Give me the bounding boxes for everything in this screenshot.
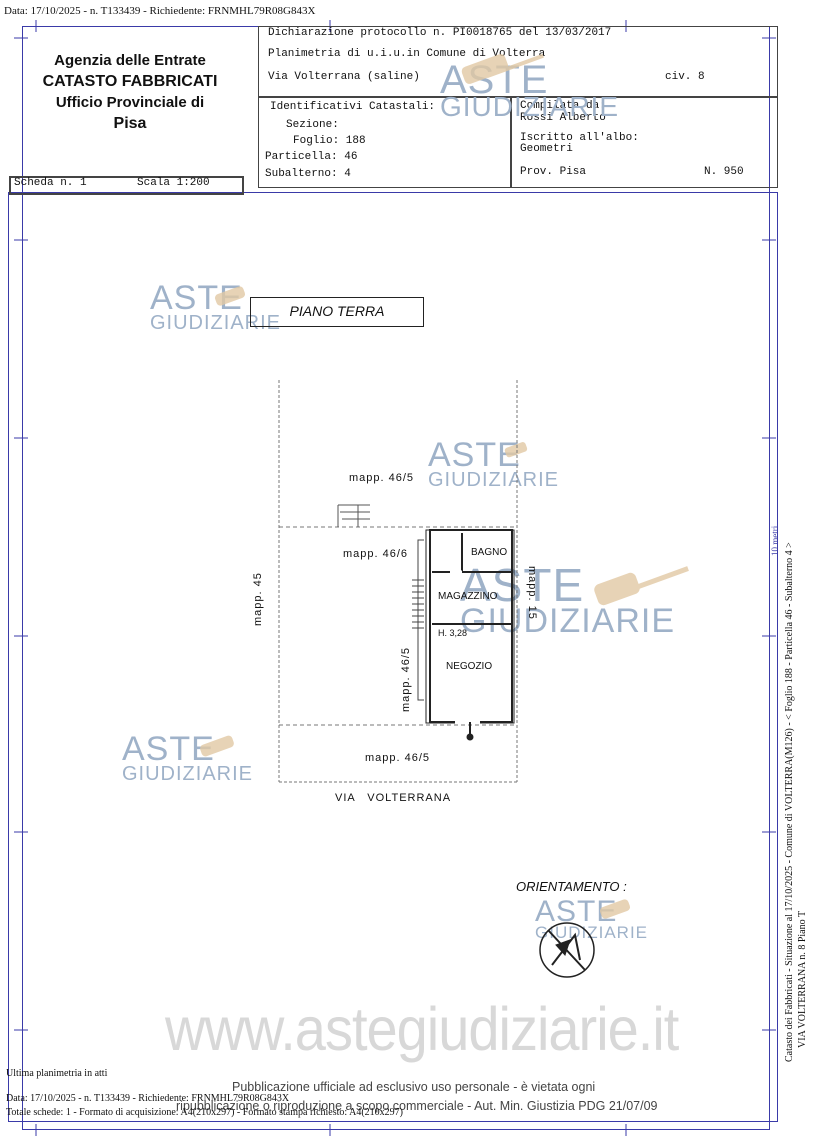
side-situation-line: Catasto dei Fabbricati - Situazione al 1…	[784, 542, 795, 1062]
scale-bar-note: 10 metri	[770, 525, 780, 556]
watermark-aste: ASTE	[460, 559, 585, 611]
watermark-giudiziarie: GIUDIZIARIE	[535, 923, 649, 942]
watermark-url: www.astegiudiziarie.it	[165, 993, 679, 1064]
mapp-north-label: mapp. 46/5	[349, 472, 415, 484]
watermark-giudiziarie: GIUDIZIARIE	[440, 91, 620, 122]
sezione-label: Sezione:	[286, 119, 339, 131]
watermark-logo-lower: ASTE GIUDIZIARIE	[122, 730, 254, 785]
planimetria-line: Planimetria di u.i.u.in Comune di Volter…	[268, 48, 546, 60]
watermark-logo-large: ASTE GIUDIZIARIE	[460, 559, 676, 641]
mapp-15-label: mapp. 15	[526, 566, 538, 620]
watermark-aste: ASTE	[122, 730, 215, 768]
watermark-giudiziarie: GIUDIZIARIE	[150, 311, 282, 334]
publication-notice-2: ripubblicazione o riproduzione a scopo c…	[176, 1099, 658, 1113]
declaration-box	[258, 26, 778, 98]
street-label: VIA VOLTERRANA	[335, 792, 452, 804]
agency-name: Agenzia delle Entrate	[54, 52, 206, 69]
last-plan-note: Ultima planimetria in atti	[6, 1068, 108, 1079]
province-name: Pisa	[113, 115, 147, 132]
mapp-465-side-label: mapp. 46/5	[400, 646, 412, 712]
footer-date-line: Data: 17/10/2025 - n. T133439 - Richiede…	[6, 1093, 290, 1104]
orientation-label: ORIENTAMENTO :	[516, 879, 627, 894]
floor-label-box	[250, 297, 424, 327]
watermark-logo-orient: ASTE GIUDIZIARIE	[535, 897, 649, 942]
identificativi-box	[258, 96, 512, 188]
footer-total-line: Totale schede: 1 - Formato di acquisizio…	[6, 1107, 403, 1118]
province-label: Prov. Pisa	[520, 166, 587, 178]
scheda-box	[9, 176, 244, 195]
mapp-45-label: mapp. 45	[252, 572, 264, 626]
drawing-frame	[8, 192, 778, 1122]
address-line: Via Volterrana (saline)	[268, 71, 420, 83]
catasto-title: CATASTO FABBRICATI	[42, 73, 218, 90]
scale-label: Scala 1:200	[137, 177, 210, 189]
mapp-466-label: mapp. 46/6	[343, 548, 409, 560]
compilata-label: Compilata da:	[520, 100, 606, 112]
ufficio-label: Ufficio Provinciale di	[55, 94, 205, 111]
compilatore-name: Rossi Alberto	[520, 112, 606, 124]
watermark-giudiziarie: GIUDIZIARIE	[428, 468, 560, 491]
mapp-south-label: mapp. 46/5	[365, 752, 431, 764]
room-bagno: BAGNO	[471, 547, 508, 558]
particella-value: Particella: 46	[265, 151, 358, 163]
scheda-number: Scheda n. 1	[14, 177, 87, 189]
subalterno-value: Subalterno: 4	[265, 168, 351, 180]
identificativi-title: Identificativi Catastali:	[270, 101, 436, 113]
side-address-line: VIA VOLTERRANA n. 8 Piano T	[797, 910, 808, 1048]
foglio-value: Foglio: 188	[293, 135, 366, 147]
watermark-giudiziarie: GIUDIZIARIE	[122, 762, 254, 785]
floor-label: PIANO TERRA	[289, 303, 385, 319]
watermark-logo-mid: ASTE GIUDIZIARIE	[428, 436, 560, 491]
watermark-aste: ASTE	[428, 436, 521, 474]
albo-number: N. 950	[704, 166, 744, 178]
publication-notice-1: Pubblicazione ufficiale ad esclusivo uso…	[232, 1080, 596, 1094]
compilata-box	[510, 96, 778, 188]
protocol-line: Dichiarazione protocollo n. PI0018765 de…	[268, 27, 612, 39]
room-height: H. 3,28	[438, 628, 468, 638]
albo-value: Geometri	[520, 143, 573, 155]
room-magazzino: MAGAZZINO	[438, 591, 498, 602]
request-info-line: Data: 17/10/2025 - n. T133439 - Richiede…	[4, 5, 316, 17]
albo-label: Iscritto all'albo:	[520, 132, 639, 144]
agency-block: Agenzia delle Entrate CATASTO FABBRICATI…	[30, 50, 230, 134]
civic-number: civ. 8	[665, 71, 705, 83]
watermark-giudiziarie: GIUDIZIARIE	[460, 602, 676, 641]
room-negozio: NEGOZIO	[446, 661, 493, 672]
